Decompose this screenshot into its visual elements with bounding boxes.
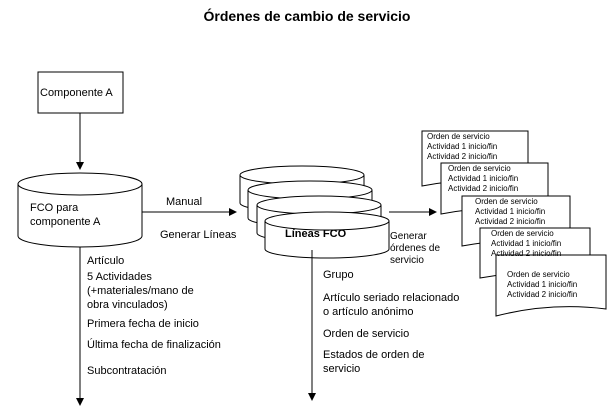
doc-2-title: Orden de servicio [448,164,511,173]
fco-lines-stack [239,165,390,259]
doc-2-activity-2: Actividad 2 inicio/fin [448,184,519,193]
fco-attr-last-end: Última fecha de finalización [87,339,221,351]
line-attr-group: Grupo [323,269,354,281]
line-attr-states-1: Estados de orden de [323,349,425,361]
doc-4-title: Orden de servicio [491,229,554,238]
fco-attr-activities-1: 5 Actividades [87,271,152,283]
fco-attr-activities-2: (+materiales/mano de [87,285,194,297]
fco-attr-subcontracting: Subcontratación [87,365,167,377]
generate-orders-line3: servicio [390,255,424,266]
doc-1-activity-2: Actividad 2 inicio/fin [427,152,498,161]
doc-4-activity-1: Actividad 1 inicio/fin [491,239,562,248]
generate-orders-line1: Generar [390,231,427,242]
service-order-doc-1: Orden de servicio Actividad 1 inicio/fin… [427,132,497,162]
line-attr-service-order: Orden de servicio [323,328,410,340]
doc-5-activity-1: Actividad 1 inicio/fin [507,280,578,289]
service-order-doc-3: Orden de servicio Actividad 1 inicio/fin… [475,197,545,227]
manual-label: Manual [166,196,203,208]
line-attr-states-2: servicio [323,363,361,375]
fco-lines-label: Líneas FCO [285,228,347,240]
fco-attr-activities-3: obra vinculados) [87,299,168,311]
fco-cylinder [17,172,143,248]
doc-4-activity-2: Actividad 2 inicio/fin [491,249,562,258]
fco-label-line2: componente A [30,216,101,228]
doc-5-title: Orden de servicio [507,270,570,279]
service-order-doc-5: Orden de servicio Actividad 1 inicio/fin… [507,270,577,300]
doc-2-activity-1: Actividad 1 inicio/fin [448,174,519,183]
generate-orders-line2: órdenes de [390,243,441,254]
service-order-doc-2: Orden de servicio Actividad 1 inicio/fin… [448,164,518,194]
doc-3-title: Orden de servicio [475,197,538,206]
line-attr-serial-1: Artículo seriado relacionado [323,292,460,304]
fco-attr-item: Artículo [87,255,125,267]
doc-3-activity-1: Actividad 1 inicio/fin [475,207,546,216]
service-order-doc-4: Orden de servicio Actividad 1 inicio/fin… [491,229,561,259]
service-order-docs [421,130,607,317]
fco-label-line1: FCO para [30,202,79,214]
doc-3-activity-2: Actividad 2 inicio/fin [475,217,546,226]
doc-5-activity-2: Actividad 2 inicio/fin [507,290,578,299]
component-box [37,71,124,114]
line-attr-serial-2: o artículo anónimo [323,306,414,318]
doc-1-title: Orden de servicio [427,132,490,141]
diagram-title: Órdenes de cambio de servicio [203,8,411,24]
component-label: Componente A [40,87,113,99]
fco-attr-first-start: Primera fecha de inicio [87,318,199,330]
doc-1-activity-1: Actividad 1 inicio/fin [427,142,498,151]
generate-lines-label: Generar Líneas [160,229,237,241]
